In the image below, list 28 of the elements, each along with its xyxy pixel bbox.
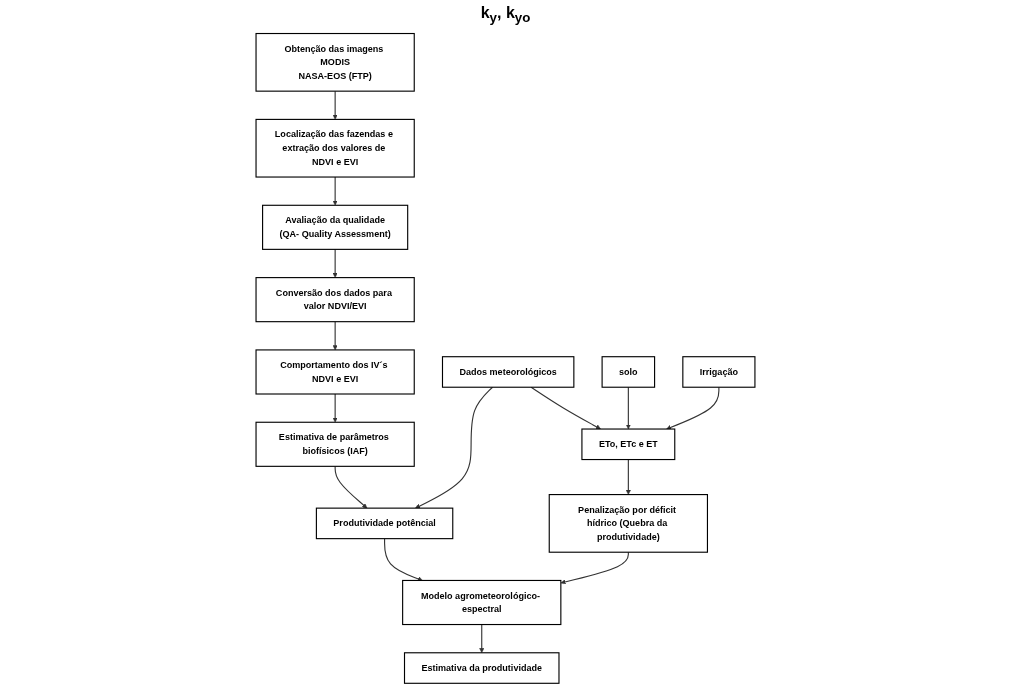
arrow [625,459,631,495]
node-box: Penalização por déficit hídrico (Quebra da produtividade) [548,494,709,553]
node-box: Localização das fazendas e extração dos valores de NDVI e EVI [255,119,415,178]
node-box: Comportamento dos IV´s NDVI e EVI [255,349,415,395]
arrow [332,249,338,278]
arrow [415,386,494,509]
node-box: solo [601,356,656,388]
arrow [334,465,368,509]
node-box: Modelo agrometeorológico- espectral [402,580,562,626]
arrow [560,551,629,585]
node-box: Conversão dos dados para valor NDVI/EVI [255,277,415,323]
arrow [479,624,485,654]
node-box: Dados meteorológicos [441,356,575,388]
node-box: ETo, ETc e ET [581,428,676,461]
arrow [530,386,601,430]
node-box: Obtenção das imagens MODIS NASA-EOS (FTP) [255,33,415,92]
arrow [332,176,338,206]
node-box: Irrigação [682,356,756,388]
arrow [332,321,338,351]
node-box: Estimativa da produtividade [403,652,560,685]
arrow [666,386,720,430]
arrow [332,393,338,423]
node-box: Estimativa de parâmetros biofísicos (IAF) [255,421,415,468]
arrow [332,90,338,120]
node-box: Avaliação da qualidade (QA- Quality Assessment) [262,204,409,251]
arrow [625,386,631,430]
arrow [384,538,423,582]
node-box: Produtividade potêncial [315,507,454,540]
